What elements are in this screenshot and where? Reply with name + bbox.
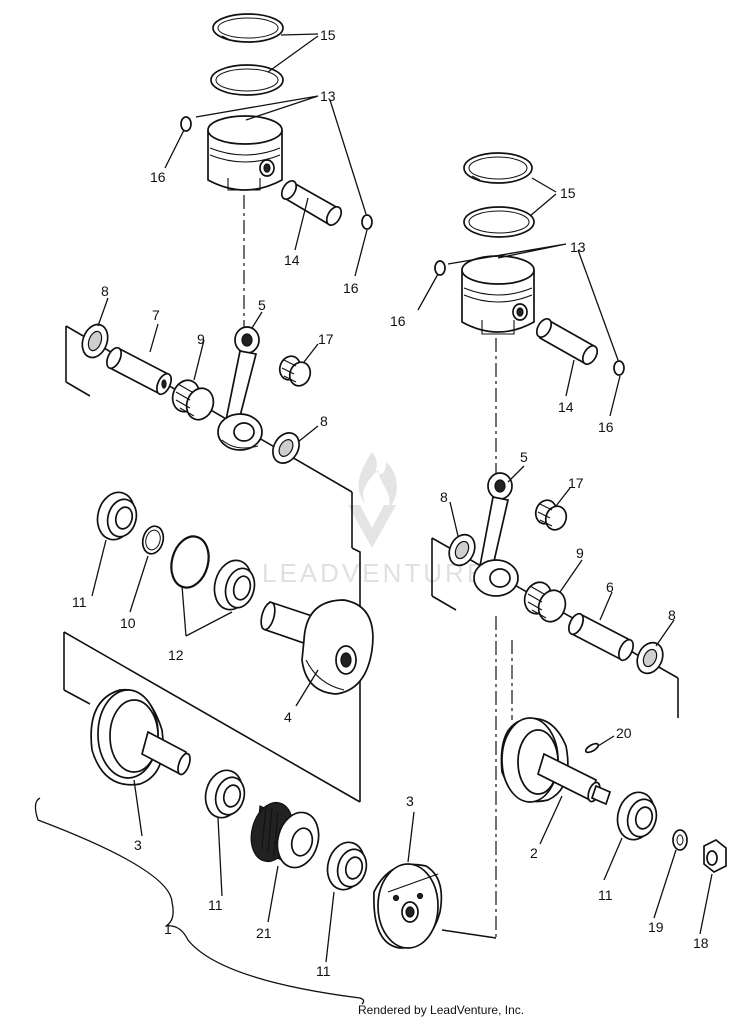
left-piston-ring-lower xyxy=(210,64,284,96)
callout-11-left-b: 11 xyxy=(208,897,223,913)
left-sleeve-7 xyxy=(105,346,173,396)
right-crank-wheel-3b xyxy=(373,863,443,949)
left-piston-ring-upper xyxy=(212,13,284,43)
callout-4: 4 xyxy=(284,709,292,725)
right-sleeve-6 xyxy=(567,612,635,662)
callout-9-left: 9 xyxy=(197,331,205,347)
washer-19 xyxy=(672,829,688,851)
left-needle-bearing-9 xyxy=(171,379,215,421)
right-piston-pin-clip-b xyxy=(613,360,625,376)
callout-8-right-b: 8 xyxy=(668,607,676,623)
callout-17-right: 17 xyxy=(568,475,584,491)
right-piston-pin xyxy=(535,317,599,366)
callout-8-left-a: 8 xyxy=(101,283,109,299)
callout-13-right: 13 xyxy=(570,239,586,255)
left-piston-pin xyxy=(280,179,343,227)
left-seal-8b xyxy=(272,432,300,464)
left-bearing-12b xyxy=(213,559,256,611)
callout-18: 18 xyxy=(693,935,709,951)
nut-18 xyxy=(703,838,727,874)
callout-17-left: 17 xyxy=(318,331,334,347)
callout-10: 10 xyxy=(120,615,136,631)
callout-15-left: 15 xyxy=(320,27,336,43)
left-snap-ring-12a xyxy=(170,535,210,589)
callout-8-left-b: 8 xyxy=(320,413,328,429)
left-piston-pin-clip-a xyxy=(180,116,192,132)
center-bearing-11b xyxy=(204,769,246,819)
callout-20: 20 xyxy=(616,725,632,741)
callout-5-right: 5 xyxy=(520,449,528,465)
right-piston-ring-upper xyxy=(463,152,533,184)
callout-11-right: 11 xyxy=(598,887,613,903)
callout-12: 12 xyxy=(168,647,184,663)
left-ring-10 xyxy=(141,525,165,555)
callout-15-right: 15 xyxy=(560,185,576,201)
callout-16-left-b: 16 xyxy=(343,280,359,296)
left-piston xyxy=(207,115,283,191)
callout-11-left-a: 11 xyxy=(72,594,87,610)
callout-1: 1 xyxy=(164,921,172,937)
callout-16-left-a: 16 xyxy=(150,169,166,185)
watermark-text: LEADVENTURE xyxy=(262,558,487,588)
left-bearing-11a xyxy=(96,491,138,541)
right-needle-bearing-9 xyxy=(523,581,567,623)
right-piston xyxy=(461,255,535,335)
center-bearing-11c xyxy=(326,841,368,891)
right-connecting-rod-5 xyxy=(473,472,519,597)
callout-2: 2 xyxy=(530,845,538,861)
assembly-1-bracket xyxy=(34,797,365,1005)
callout-3-left: 3 xyxy=(134,837,142,853)
callout-14-left: 14 xyxy=(284,252,300,268)
right-small-end-bearing-17 xyxy=(534,499,568,531)
right-crank-half-2 xyxy=(500,717,612,806)
callout-11-left-c: 11 xyxy=(316,963,331,979)
callout-9-right: 9 xyxy=(576,545,584,561)
left-crank-half-4 xyxy=(260,599,374,695)
callout-7: 7 xyxy=(152,307,160,323)
woodruff-key-20 xyxy=(584,742,600,754)
callout-5-left: 5 xyxy=(258,297,266,313)
footer-credit: Rendered by LeadVenture, Inc. xyxy=(358,1003,525,1017)
callout-14-right: 14 xyxy=(558,399,574,415)
leadventure-watermark: LEADVENTURE xyxy=(262,452,487,588)
right-piston-pin-clip-a xyxy=(434,260,446,276)
callout-19: 19 xyxy=(648,919,664,935)
left-seal-8a xyxy=(81,323,109,359)
callout-3-right: 3 xyxy=(406,793,414,809)
right-piston-ring-lower xyxy=(463,206,535,238)
left-connecting-rod-5 xyxy=(217,326,263,451)
callout-21: 21 xyxy=(256,925,272,941)
right-seal-8d xyxy=(636,641,664,675)
callout-16-right-a: 16 xyxy=(390,313,406,329)
right-seal-8c xyxy=(448,533,476,567)
callout-6: 6 xyxy=(606,579,614,595)
right-bearing-11d xyxy=(616,791,658,841)
left-crank-wheel-3a xyxy=(90,688,191,786)
callout-8-right-a: 8 xyxy=(440,489,448,505)
callout-13-left: 13 xyxy=(320,88,336,104)
callout-16-right-b: 16 xyxy=(598,419,614,435)
left-small-end-bearing-17 xyxy=(278,355,312,387)
labyrinth-seal-21 xyxy=(250,801,320,869)
left-piston-pin-clip-b xyxy=(361,214,373,230)
